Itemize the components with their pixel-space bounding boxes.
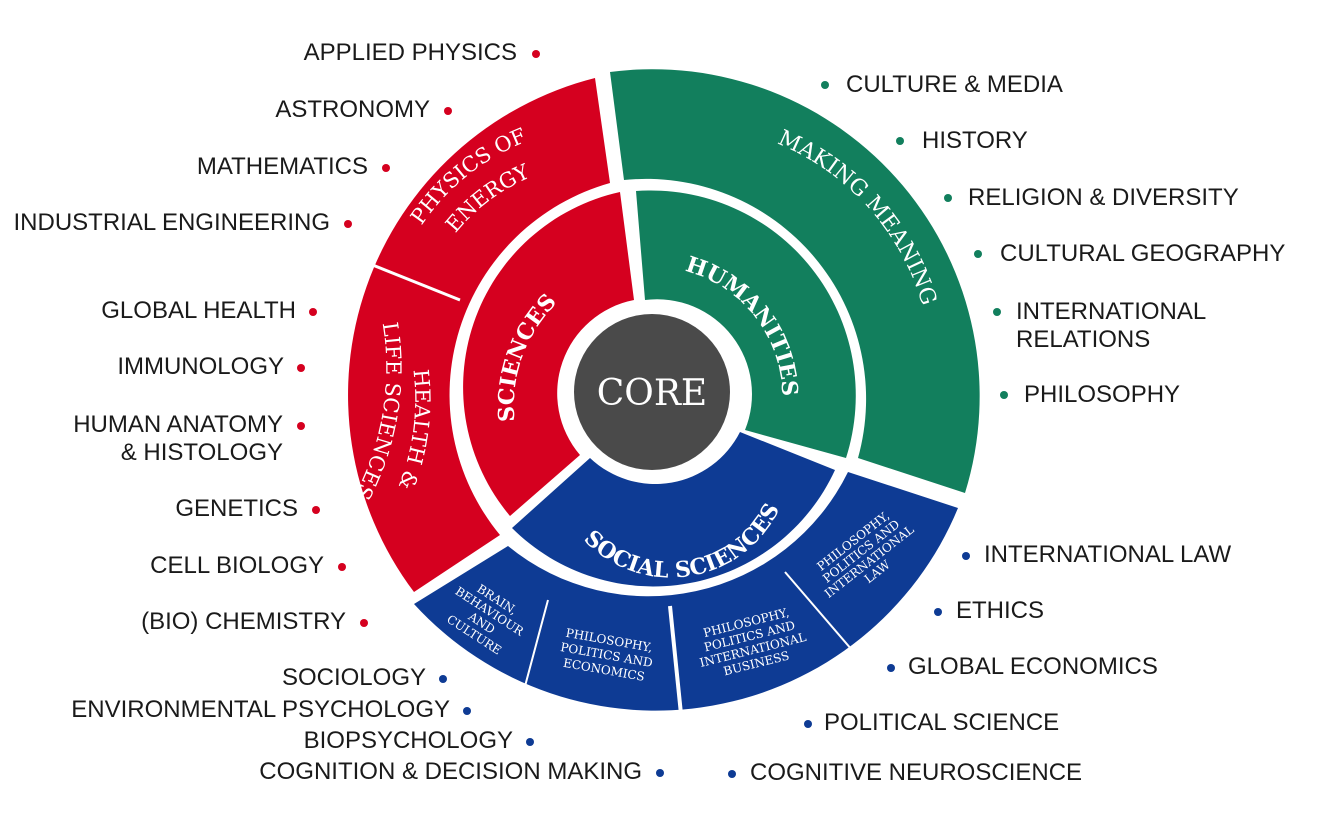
- dot-international-relations: [993, 308, 1001, 316]
- dot-cell-biology: [338, 563, 346, 571]
- inner-humanities-segment: [636, 190, 856, 458]
- dot-environmental-psychology: [463, 707, 471, 715]
- label-cultural-geography: CULTURAL GEOGRAPHY: [1000, 240, 1285, 267]
- inner-social-segment: [512, 432, 835, 587]
- dot-global-health: [309, 308, 317, 316]
- divider-ppe-ppib: [668, 605, 683, 715]
- label-religion-diversity: RELIGION & DIVERSITY: [968, 184, 1239, 211]
- label-cell-biology: CELL BIOLOGY: [150, 552, 324, 579]
- core-label: CORE: [597, 373, 707, 414]
- dot-applied-physics: [532, 50, 540, 58]
- label-history: HISTORY: [922, 127, 1028, 154]
- label-genetics: GENETICS: [175, 495, 298, 522]
- label-astronomy: ASTRONOMY: [275, 96, 430, 123]
- dot-sociology: [439, 675, 447, 683]
- dot-genetics: [312, 506, 320, 514]
- label-ethics: ETHICS: [956, 597, 1044, 624]
- label-biopsychology: BIOPSYCHOLOGY: [304, 727, 513, 754]
- label-political-science: POLITICAL SCIENCE: [824, 709, 1059, 736]
- label-cognitive-neuroscience: COGNITIVE NEUROSCIENCE: [750, 759, 1082, 786]
- outer-making-meaning-segment: [610, 69, 980, 493]
- dot-political-science: [804, 720, 812, 728]
- label-philosophy: PHILOSOPHY: [1024, 381, 1180, 408]
- dot-culture-media: [821, 81, 829, 89]
- dot-immunology: [297, 364, 305, 372]
- track-ppe: PHILOSOPHY, POLITICS AND ECONOMICS: [559, 626, 653, 684]
- dot-industrial-engineering: [344, 220, 352, 228]
- dot-biopsychology: [526, 738, 534, 746]
- label-bio-chemistry: (BIO) CHEMISTRY: [141, 608, 346, 635]
- label-mathematics: MATHEMATICS: [197, 153, 368, 180]
- green-labels: CULTURE & MEDIA HISTORY RELIGION & DIVER…: [821, 71, 1285, 408]
- dot-mathematics: [382, 164, 390, 172]
- red-labels: APPLIED PHYSICS ASTRONOMY MATHEMATICS IN…: [14, 39, 540, 635]
- label-global-health: GLOBAL HEALTH: [101, 297, 296, 324]
- outer-social-segment: [414, 472, 958, 711]
- dot-cultural-geography: [974, 250, 982, 258]
- dot-cognition-decision-making: [656, 769, 664, 777]
- dot-cognitive-neuroscience: [728, 770, 736, 778]
- dot-human-anatomy: [297, 422, 305, 430]
- label-environmental-psychology: ENVIRONMENTAL PSYCHOLOGY: [71, 696, 450, 723]
- blue-right-labels: INTERNATIONAL LAW ETHICS GLOBAL ECONOMIC…: [728, 541, 1231, 786]
- label-international: INTERNATIONAL: [1016, 298, 1206, 325]
- dot-bio-chemistry: [360, 619, 368, 627]
- divider-brain-ppe: [523, 599, 549, 691]
- label-applied-physics: APPLIED PHYSICS: [304, 39, 517, 66]
- label-international-law: INTERNATIONAL LAW: [984, 541, 1231, 568]
- dot-global-economics: [887, 664, 895, 672]
- label-histology: & HISTOLOGY: [121, 439, 283, 466]
- divider-physics-health: [359, 258, 461, 302]
- inner-sciences-segment: [463, 192, 634, 516]
- dot-history: [896, 137, 904, 145]
- label-global-economics: GLOBAL ECONOMICS: [908, 653, 1158, 680]
- blue-left-labels: SOCIOLOGY ENVIRONMENTAL PSYCHOLOGY BIOPS…: [71, 664, 664, 785]
- outer-sciences-segment: [348, 78, 610, 592]
- divider-ppib-ppil: [784, 571, 853, 651]
- core-circle: [574, 314, 730, 470]
- dot-international-law: [962, 552, 970, 560]
- label-cognition-decision-making: COGNITION & DECISION MAKING: [259, 758, 642, 785]
- dot-astronomy: [444, 107, 452, 115]
- track-ppib: PHILOSOPHY, POLITICS AND INTERNATIONAL B…: [698, 605, 807, 678]
- dot-philosophy: [1000, 391, 1008, 399]
- label-culture-media: CULTURE & MEDIA: [846, 71, 1063, 98]
- label-immunology: IMMUNOLOGY: [117, 353, 284, 380]
- dot-religion-diversity: [944, 194, 952, 202]
- label-sociology: SOCIOLOGY: [282, 664, 426, 691]
- label-relations: RELATIONS: [1016, 326, 1150, 353]
- dot-ethics: [934, 608, 942, 616]
- label-industrial-engineering: INDUSTRIAL ENGINEERING: [14, 209, 331, 236]
- label-human-anatomy: HUMAN ANATOMY: [73, 411, 283, 438]
